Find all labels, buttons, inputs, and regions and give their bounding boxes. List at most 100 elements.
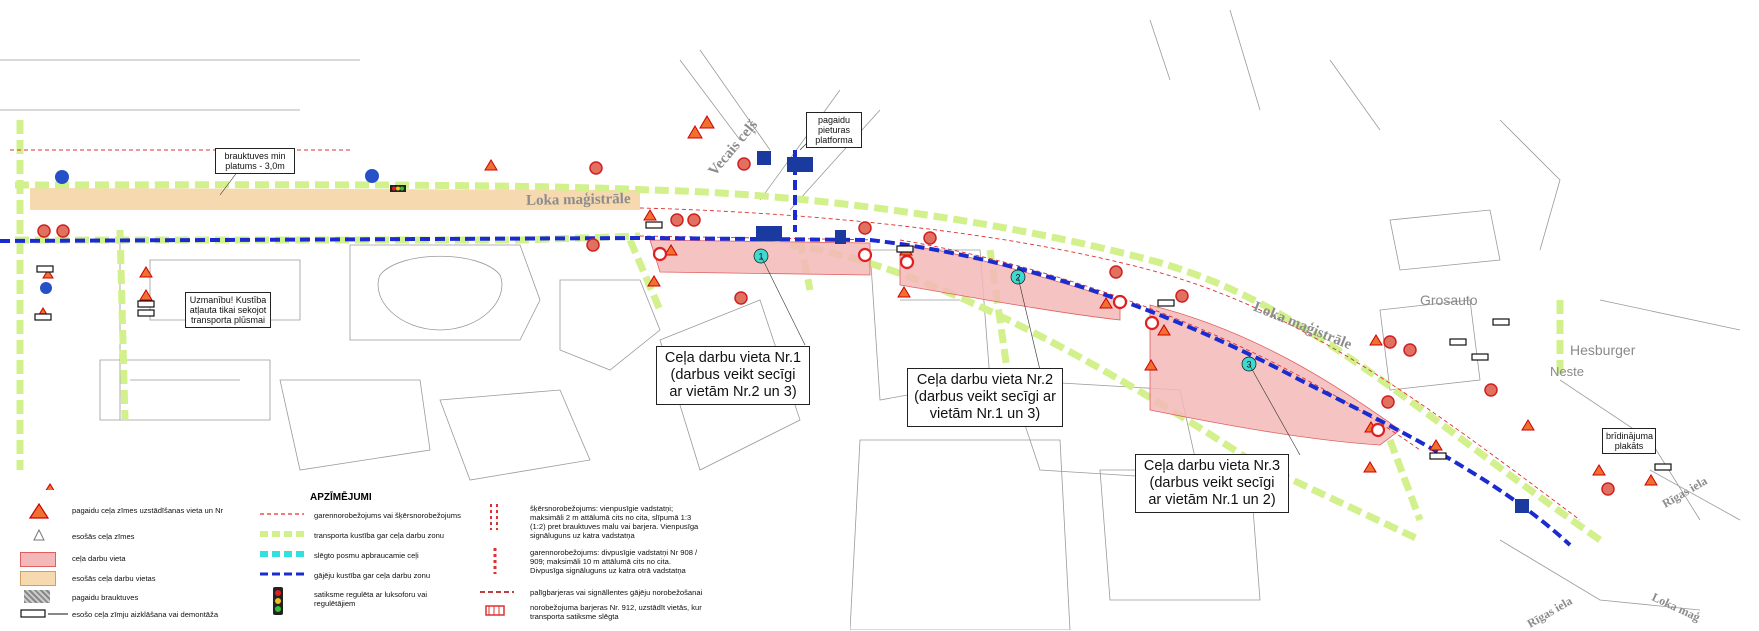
prohibition-sign-icon (1109, 265, 1123, 279)
warning-sign-icon (647, 275, 661, 287)
work-zones (649, 239, 1401, 446)
legend-item-pedestrian: gājēju kustība gar ceļa darbu zonu (314, 571, 431, 580)
legend-closure-barrier-icon (485, 605, 505, 616)
prohibition-sign-icon (737, 157, 751, 171)
warning-sign-icon (484, 159, 498, 171)
legend-item-long-barrier: garennorobežojums: divpusīgie vadstatņi … (530, 548, 698, 575)
direction-sign-icon (40, 282, 52, 294)
legend-item-temp-sign: pagaidu ceļa zīmes uzstādīšanas vieta un… (72, 506, 224, 515)
no-entry-sign-icon (1370, 422, 1386, 438)
legend-existing-work-swatch (20, 571, 56, 586)
street-label-loka-1: Loka maģistrāle (525, 191, 631, 209)
legend-panel: APZĪMĒJUMI pagaidu ceļa zīmes uzstādīšan… (0, 490, 850, 630)
legend-existing-sign-icon (33, 528, 45, 541)
legend-traffic-flow-line (260, 531, 304, 537)
warning-sign-icon (1157, 324, 1171, 336)
prohibition-sign-icon (687, 213, 701, 227)
prohibition-sign-icon (1383, 335, 1397, 349)
legend-item-existing-sign: esošās ceļa zīmes (72, 532, 135, 541)
detour-sign-icon (756, 226, 782, 241)
legend-item-existing-work: esošās ceļa darbu vietas (72, 574, 156, 583)
legend-item-cross-barrier: šķērsnorobežojums: vienpusīgie vadstatņi… (530, 504, 699, 540)
no-entry-sign-icon (1112, 294, 1128, 310)
traffic-light (390, 185, 406, 192)
traffic-flow-lines (14, 120, 1603, 544)
prohibition-sign-icon (923, 231, 937, 245)
warning-sign-icon (664, 244, 678, 256)
legend-item-work-zone: ceļa darbu vieta (72, 554, 126, 563)
prohibition-sign-icon (589, 161, 603, 175)
pedestrian-route (0, 150, 1572, 547)
legend-long-barrier-icon (493, 548, 497, 574)
legend-item-sign-cover: esošo ceļa zīmju aizklāšana vai demontāž… (72, 610, 219, 619)
legend-item-temp-road: pagaidu brauktuves (72, 593, 139, 602)
warning-sign-icon (897, 286, 911, 298)
work-site-callout-1: Ceļa darbu vieta Nr.1 (darbus veikt secī… (656, 346, 810, 405)
prohibition-signs (37, 157, 1615, 496)
no-entry-sign-icon (899, 254, 915, 270)
legend-traffic-light-icon (273, 587, 283, 615)
work-site-marker-1 (753, 248, 769, 264)
warning-sign-icon (1369, 334, 1383, 346)
prohibition-sign-icon (670, 213, 684, 227)
callout-leaders (219, 129, 1301, 456)
info-signs (40, 151, 1529, 513)
pedestrian-crossing-sign-icon (757, 151, 771, 165)
legend-fence-line (260, 513, 304, 515)
work-zone-2 (899, 244, 1121, 321)
sign-plates (34, 221, 1672, 471)
place-label-grosauto: Grosauto (1420, 292, 1478, 308)
place-label-hesburger: Hesburger (1570, 342, 1636, 358)
legend-title: APZĪMĒJUMI (310, 492, 372, 503)
warning-poster-note: brīdinājuma plakāts (1602, 428, 1656, 454)
attention-note: Uzmanību! Kustība atļauta tikai sekojot … (185, 292, 271, 328)
work-site-callout-3: Ceļa darbu vieta Nr.3 (darbus veikt secī… (1135, 454, 1289, 513)
legend-item-pedestrian-barrier: palīgbarjeras vai signāllentes gājēju no… (530, 588, 703, 597)
warning-sign-icon (1429, 439, 1443, 451)
keep-right-sign-icon (365, 169, 379, 183)
warning-sign-icon (643, 209, 657, 221)
prohibition-sign-icon (1175, 289, 1189, 303)
legend-item-detour: slēgto posmu apbraucamie ceļi (314, 551, 419, 560)
legend-pedestrian-line (260, 572, 304, 576)
legend-detour-line (260, 551, 304, 557)
road-width-note: brauktuves min platums - 3,0m (215, 148, 295, 174)
legend-item-fence: garennorobežojums vai šķērsnorobežojums (314, 511, 461, 520)
legend-cross-barrier-icon (490, 504, 498, 530)
place-label-neste: Neste (1550, 364, 1584, 379)
warning-sign-icon (1521, 419, 1535, 431)
prohibition-sign-icon (1484, 383, 1498, 397)
prohibition-sign-icon (56, 224, 70, 238)
prohibition-sign-icon (37, 224, 51, 238)
warning-sign-icon (1144, 359, 1158, 371)
legend-temp-road-swatch (24, 590, 50, 603)
work-site-callout-2: Ceļa darbu vieta Nr.2 (darbus veikt secī… (907, 368, 1063, 427)
prohibition-sign-icon (1381, 395, 1395, 409)
existing-work-band (30, 188, 640, 210)
warning-sign-icon (1099, 297, 1113, 309)
prohibition-sign-icon (586, 238, 600, 252)
legend-item-traffic-flow: transporta kustība gar ceļa darbu zonu (314, 531, 445, 540)
warning-sign-icon (687, 125, 703, 139)
warning-sign-icon (699, 115, 715, 129)
legend-item-traffic-light: satiksme regulēta ar luksoforu vai regul… (314, 590, 428, 608)
prohibition-sign-icon (858, 221, 872, 235)
pedestrian-crossing-sign-icon (1515, 499, 1529, 513)
legend-item-closure-barrier: norobežojuma barjeras Nr. 912, uzstādīt … (530, 603, 702, 621)
bus-platform-note: pagaidu pieturas platforma (806, 112, 862, 148)
warning-sign-icon (1644, 474, 1658, 486)
legend-work-zone-swatch (20, 552, 56, 567)
warning-sign-icon (1592, 464, 1606, 476)
work-zone-3 (1149, 304, 1401, 446)
warning-sign-icon (1363, 461, 1377, 473)
prohibition-sign-icon (1601, 482, 1615, 496)
prohibition-sign-icon (734, 291, 748, 305)
no-entry-sign-icon (652, 246, 668, 262)
warning-sign-icon (42, 269, 54, 279)
legend-warning-sign-icon (28, 502, 50, 519)
warning-sign-icon (139, 289, 153, 301)
no-entry-sign-icon (857, 247, 873, 263)
keep-right-sign-icon (55, 170, 69, 184)
warning-sign-icon (139, 266, 153, 278)
